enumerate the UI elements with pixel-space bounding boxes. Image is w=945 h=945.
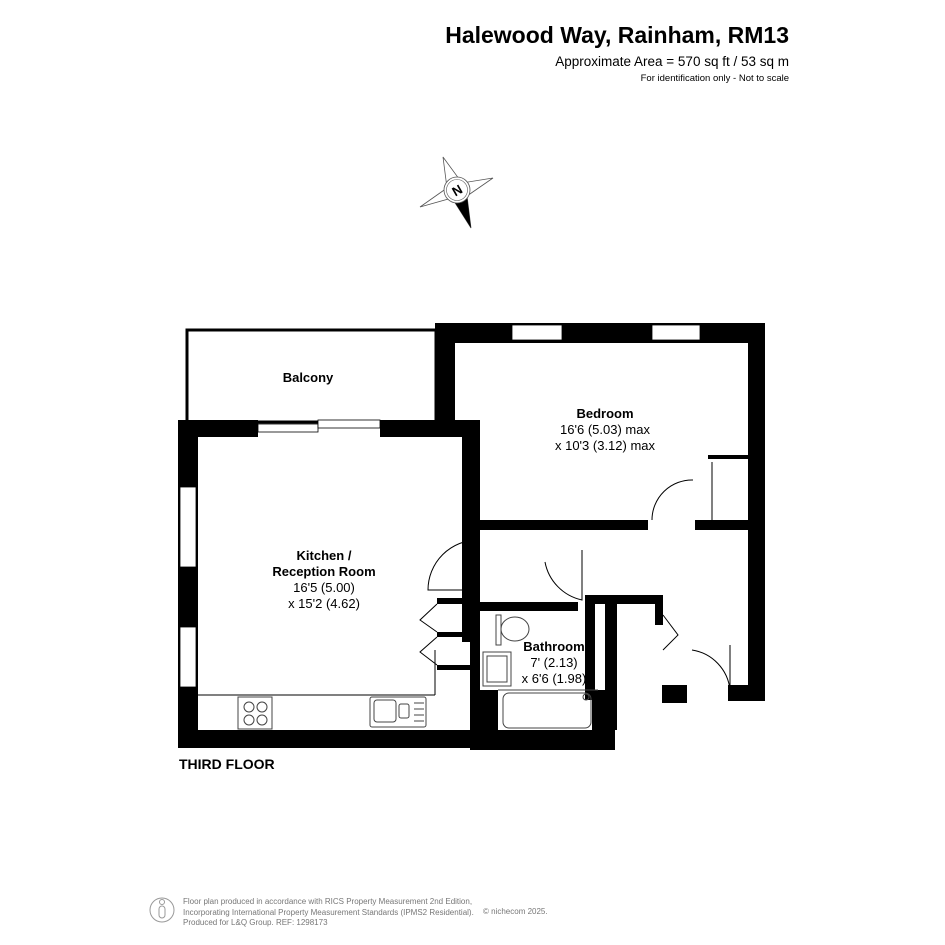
room-label-kitchen-1: Kitchen /	[297, 548, 352, 563]
walls	[178, 323, 765, 750]
toilet-icon	[495, 614, 530, 646]
room-label-bathroom: Bathroom	[523, 639, 584, 654]
bathroom-dim-2: x 6'6 (1.98)	[522, 671, 587, 686]
bedroom-dim-1: 16'6 (5.03) max	[560, 422, 650, 437]
sink-icon	[369, 696, 427, 728]
room-label-balcony: Balcony	[283, 370, 334, 385]
windows	[179, 324, 701, 688]
hob-icon	[237, 696, 273, 730]
copyright: © nichecom 2025.	[483, 907, 548, 916]
bedroom-dim-2: x 10'3 (3.12) max	[555, 438, 656, 453]
room-label-bedroom: Bedroom	[576, 406, 633, 421]
compass-icon: N	[419, 156, 494, 229]
footer-line-1: Floor plan produced in accordance with R…	[183, 897, 473, 906]
bath-icon	[502, 692, 592, 729]
room-label-kitchen-2: Reception Room	[272, 564, 375, 579]
footer-text: Floor plan produced in accordance with R…	[183, 897, 474, 929]
footer-line-2: Incorporating International Property Mea…	[183, 907, 474, 917]
property-title: Halewood Way, Rainham, RM13	[445, 22, 789, 48]
footer-line-3: Produced for L&Q Group. REF: 1298173	[183, 918, 328, 927]
kitchen-dim-2: x 15'2 (4.62)	[288, 596, 360, 611]
scale-note: For identification only - Not to scale	[640, 73, 789, 84]
doors	[419, 462, 731, 691]
kitchen-dim-1: 16'5 (5.00)	[293, 580, 355, 595]
bathroom-dim-1: 7' (2.13)	[530, 655, 577, 670]
approximate-area: Approximate Area = 570 sq ft / 53 sq m	[555, 54, 789, 69]
floor-label: THIRD FLOOR	[179, 756, 275, 772]
basin-icon	[482, 651, 512, 687]
measurement-logo-icon	[149, 897, 175, 923]
